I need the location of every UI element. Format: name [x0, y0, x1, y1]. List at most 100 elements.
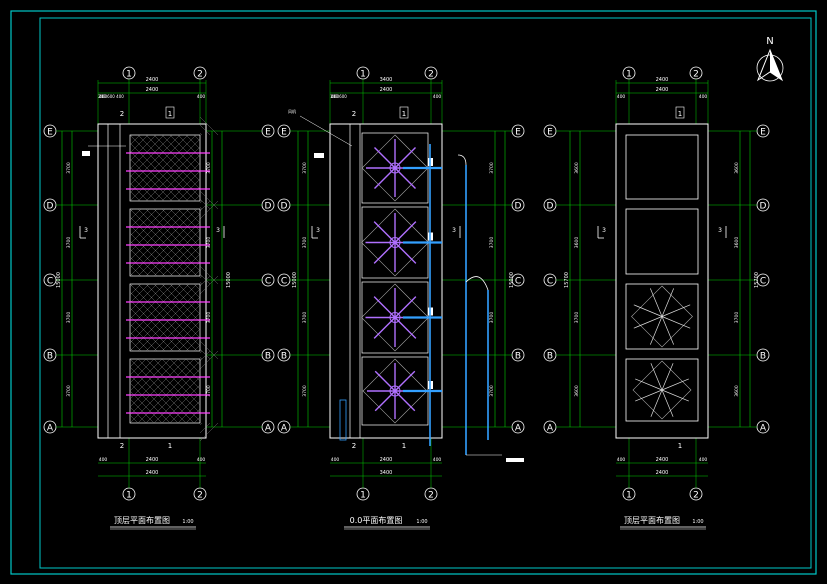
hatch-line — [177, 328, 201, 352]
dim-bay-height: 3700 — [574, 312, 580, 324]
dim-width-total-bottom: 3400 — [380, 470, 393, 476]
hatch-line — [193, 208, 201, 216]
fan-blade — [661, 288, 674, 317]
hatch-line — [137, 138, 201, 202]
fan-blade — [394, 317, 417, 339]
hatch-line — [145, 296, 201, 352]
plan-scale: 1:00 — [182, 519, 193, 525]
fan-blade — [633, 316, 663, 329]
hatch-line — [199, 350, 203, 354]
section-mark: 2 — [352, 110, 356, 118]
outer-wall — [615, 123, 709, 439]
section-mark-side: 3 — [452, 227, 456, 234]
hatch-line — [193, 269, 201, 277]
hatch-line — [161, 312, 201, 352]
fan-blade — [394, 296, 417, 318]
axis-row-E-right-label: E — [760, 128, 766, 138]
axis-col-1-top-label: 1 — [126, 70, 132, 80]
dim-bay-height-right: 3600 — [734, 162, 740, 174]
pipe-bend — [457, 154, 467, 166]
callout-tag — [506, 458, 524, 462]
dim-edge-right: 400 — [197, 94, 206, 100]
dim-width-total: 3400 — [380, 77, 393, 83]
dim-bay-height: 3700 — [66, 237, 72, 249]
dim-width-total-bottom: 2400 — [656, 470, 669, 476]
callout-tag — [82, 151, 90, 156]
dim-height-total-right: 15700 — [754, 272, 760, 288]
dim-bay-height-right: 3700 — [206, 312, 212, 324]
axis-row-E-left-label: E — [281, 128, 287, 138]
dim-edge-left: 400 — [99, 94, 108, 100]
hatch-line — [185, 408, 201, 424]
fan-blade — [661, 316, 691, 329]
drain-pipe — [339, 399, 347, 441]
hatch-line — [199, 348, 211, 360]
hatch-line — [185, 336, 201, 352]
dim-height-total-right: 15000 — [226, 272, 232, 288]
axis-row-D-right-label: D — [515, 202, 522, 212]
axis-row-B-left-label: B — [47, 352, 53, 362]
hatch-line — [169, 358, 201, 390]
axis-row-E-left-label: E — [547, 128, 553, 138]
dim-width-inner: 2400 — [146, 87, 159, 93]
hatch-line — [169, 208, 201, 240]
section-mark: 1 — [678, 110, 682, 118]
hatch-line — [177, 178, 201, 202]
hatch-line — [145, 358, 201, 414]
hatch-line — [199, 350, 219, 370]
fan-diamond — [361, 134, 429, 202]
outer-wall — [329, 123, 443, 439]
dim-bay-height: 3700 — [66, 385, 72, 397]
hatch-line — [199, 190, 219, 210]
section-mark-side: 3 — [316, 227, 320, 234]
hatch-line — [145, 283, 201, 339]
fan-blade — [650, 363, 663, 391]
fan-blade — [394, 390, 416, 412]
axis-col-2-top-label: 2 — [693, 70, 699, 80]
hatch-line — [161, 384, 201, 424]
hatch-line — [169, 392, 201, 424]
fan-blade — [373, 221, 396, 243]
dim-edge-left-bottom: 400 — [99, 457, 108, 463]
hatch-line — [153, 304, 201, 352]
hatch-line — [193, 134, 201, 142]
fan-blade — [374, 390, 396, 412]
dim-bay-height-right: 3600 — [734, 237, 740, 249]
dim-bay-height-right: 3700 — [206, 237, 212, 249]
axis-row-C-left-label: C — [547, 277, 553, 287]
axis-row-C-left-label: C — [281, 277, 287, 287]
hatch-line — [145, 221, 201, 277]
hatch-line — [177, 400, 201, 424]
hatch-line — [199, 422, 203, 426]
axis-col-1-bottom-label: 1 — [360, 491, 366, 501]
axis-row-E-right-label: E — [515, 128, 521, 138]
hatch-line — [161, 283, 201, 323]
hatch-line — [199, 273, 211, 285]
axis-row-C-right-label: C — [760, 277, 766, 287]
dim-edge-left-bottom: 400 — [331, 457, 340, 463]
cell-opening — [625, 134, 699, 200]
dim-bay-height: 3600 — [574, 162, 580, 174]
dim-width-inner: 2400 — [656, 87, 669, 93]
fan-diamond — [361, 283, 429, 352]
axis-row-B-right-label: B — [515, 352, 521, 362]
dim-edge-right-bottom: 400 — [699, 457, 708, 463]
plan-scale: 1:00 — [692, 519, 703, 525]
hatch-line — [137, 208, 201, 272]
axis-row-D-left-label: D — [281, 202, 288, 212]
dim-bay-height-right: 3700 — [734, 312, 740, 324]
hatch-line — [153, 283, 201, 331]
axis-row-A-right-label: A — [265, 424, 272, 434]
axis-col-1-bottom-label: 1 — [626, 491, 632, 501]
dim-height-total-right: 15000 — [509, 272, 515, 288]
hatch-line — [161, 134, 201, 174]
fan-blade — [394, 242, 417, 264]
dim-small-top: 600 — [339, 94, 347, 99]
axis-row-A-left-label: A — [547, 424, 554, 434]
dim-bay-height-right: 3700 — [489, 237, 495, 249]
hatch-line — [199, 422, 219, 442]
